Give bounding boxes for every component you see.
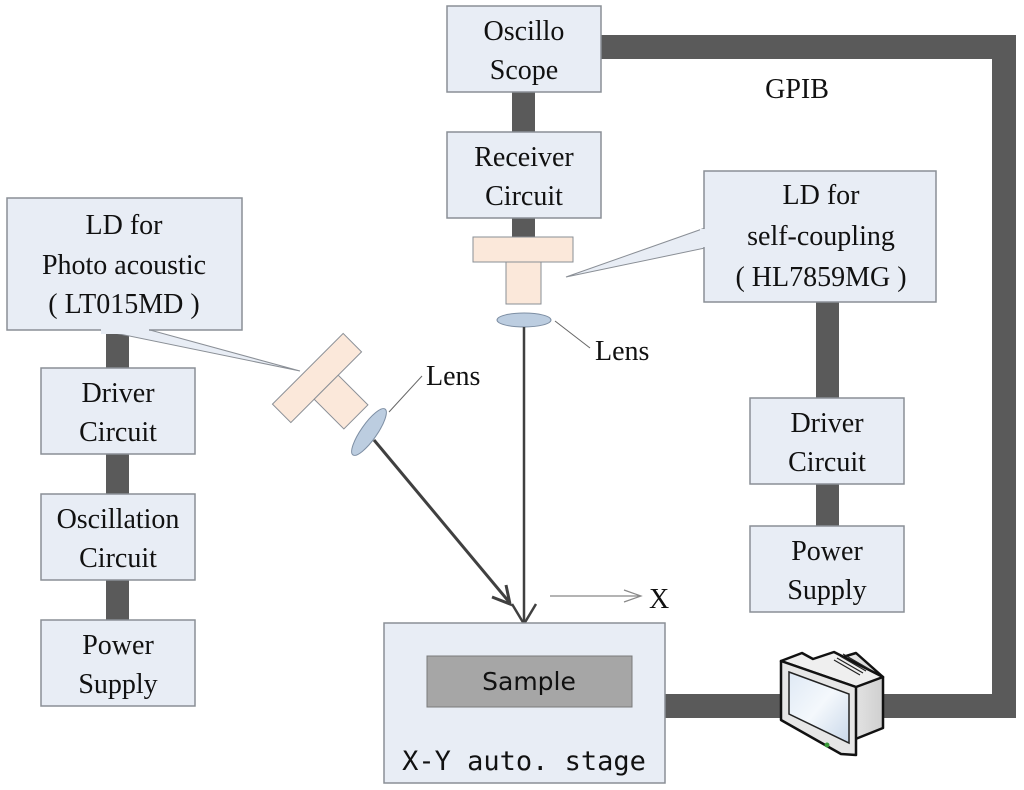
photoacoustic-beam — [372, 439, 513, 607]
left-driver-osc-cable — [106, 454, 129, 494]
ld-self-coupling-line3: ( HL7859MG ) — [735, 262, 906, 293]
ld-self-coupling-line1: LD for — [783, 180, 861, 211]
ld-self-coupling-line2: self-coupling — [747, 221, 895, 252]
self-coupling-laser-diode — [472, 236, 574, 305]
left-power-line1: Power — [82, 630, 154, 661]
left-power-supply-block: Power Supply — [40, 619, 196, 707]
left-ld-driver-cable — [106, 330, 129, 370]
gpib-label: GPIB — [765, 74, 829, 105]
right-driver-power-cable — [816, 484, 839, 526]
right-power-line2: Supply — [787, 575, 866, 606]
right-ld-driver-cable — [816, 302, 839, 400]
lens-left-label: Lens — [426, 361, 480, 392]
receiver-label-line2: Circuit — [485, 181, 563, 212]
photoacoustic-laser-diode — [271, 332, 369, 430]
left-oscillation-line2: Circuit — [79, 543, 157, 574]
self-coupling-beam — [510, 327, 538, 627]
ld-photoacoustic-callout: LD for Photo acoustic ( LT015MD ) — [6, 197, 301, 372]
left-driver-line1: Driver — [81, 378, 155, 409]
left-oscillation-line1: Oscillation — [57, 504, 180, 535]
cables — [106, 35, 1016, 718]
receiver-label-line1: Receiver — [474, 142, 574, 173]
right-power-supply-block: Power Supply — [749, 525, 905, 613]
computer-monitor-icon — [779, 650, 885, 757]
sample-label: Sample — [482, 667, 576, 696]
right-power-line1: Power — [791, 536, 863, 567]
x-axis-label: X — [649, 584, 669, 615]
ld-photoacoustic-line3: ( LT015MD ) — [48, 289, 199, 320]
right-driver-line1: Driver — [790, 408, 864, 439]
oscilloscope-label-line1: Oscillo — [484, 16, 565, 47]
sample — [426, 655, 633, 708]
ld-self-coupling-callout: LD for self-coupling ( HL7859MG ) — [565, 170, 937, 303]
lens-self-coupling: Lens — [496, 312, 649, 367]
oscilloscope-label-line2: Scope — [490, 55, 558, 86]
right-driver-circuit-block: Driver Circuit — [749, 397, 905, 485]
left-oscillation-circuit-block: Oscillation Circuit — [40, 493, 196, 581]
scope-receiver-cable — [512, 90, 535, 132]
gpib-cable — [600, 35, 1016, 718]
x-direction-arrow: X — [550, 584, 669, 615]
receiver-laser-cable — [512, 218, 535, 238]
left-power-line2: Supply — [78, 669, 157, 700]
left-osc-power-cable — [106, 580, 129, 620]
ld-photoacoustic-line1: LD for — [86, 210, 164, 241]
xy-stage: Sample X-Y auto. stage — [383, 622, 666, 784]
oscilloscope-block: Oscillo Scope — [446, 5, 602, 93]
lens-photoacoustic: Lens — [351, 361, 480, 456]
ld-photoacoustic-line2: Photo acoustic — [42, 250, 206, 281]
stage-label: X-Y auto. stage — [402, 746, 646, 777]
left-driver-circuit-block: Driver Circuit — [40, 367, 196, 455]
right-driver-line2: Circuit — [788, 447, 866, 478]
receiver-circuit-block: Receiver Circuit — [446, 131, 602, 219]
left-driver-line2: Circuit — [79, 417, 157, 448]
lens-right-label: Lens — [595, 336, 649, 367]
